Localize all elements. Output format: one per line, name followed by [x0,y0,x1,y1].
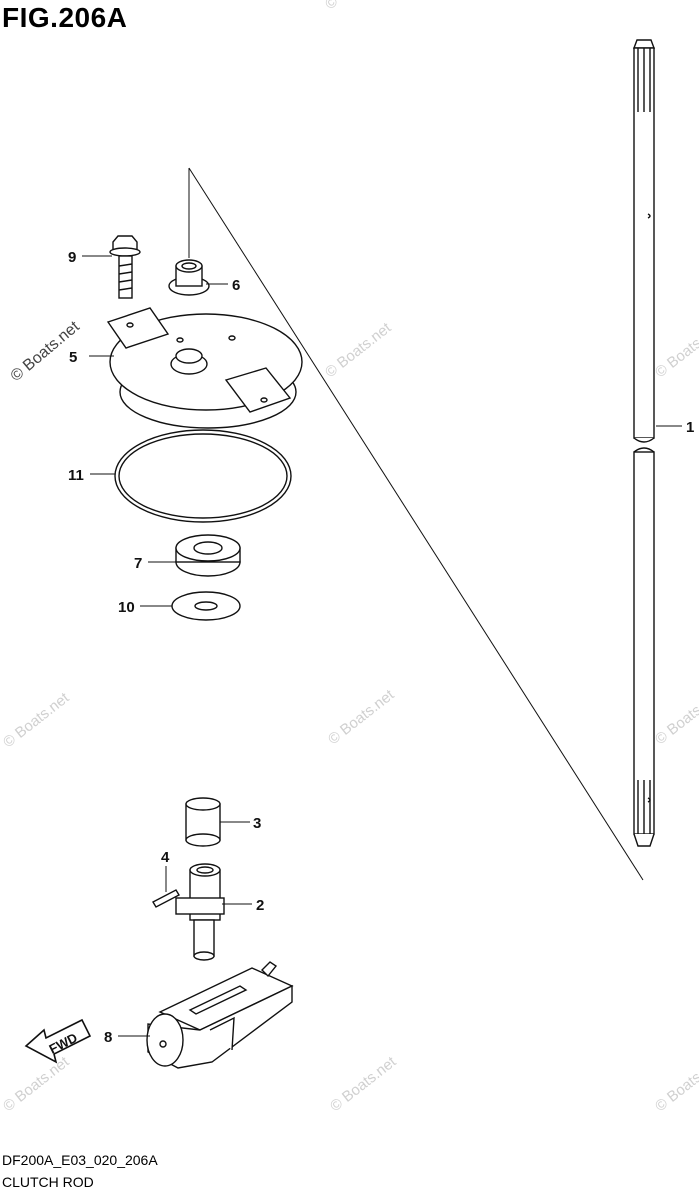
part-clutch-rod [632,39,656,847]
watermark-text: © Boats.net [322,319,395,381]
figure-title: FIG.206A [2,2,128,33]
callout-number: 1 [686,419,694,436]
part-washer [171,591,241,621]
callout-number: 4 [161,849,170,866]
reference-line [188,167,644,881]
watermark-text: © Boats.net [0,1053,73,1115]
watermark-text: © Boats.net [327,1053,400,1115]
part-bearing [175,534,241,577]
watermark-text: © Boats.net [325,686,398,748]
part-yoke [146,961,294,1069]
figure-name: CLUTCH ROD [2,1174,94,1190]
callout-number: 3 [253,815,261,832]
part-grommet [168,259,210,296]
part-case-plate [106,307,303,429]
watermark-text: © Boats.net [0,689,73,751]
part-o-ring [114,429,292,523]
callout-number: 10 [118,599,135,616]
part-pin [152,889,180,908]
figure-code: DF200A_E03_020_206A [2,1152,158,1168]
watermark-text: © Boats.net [652,1053,699,1115]
watermark-text: © Boats.net [322,0,395,13]
callout-number: 6 [232,277,240,294]
watermarks: © Boats.net © Boats.net © Boats.net © Bo… [0,0,699,1115]
callout-number: 8 [104,1029,112,1046]
callout-number: 11 [68,467,84,484]
callout-number: 9 [68,249,76,266]
watermark-text: © Boats.net [652,319,699,381]
part-shifter-shaft [175,863,225,961]
callout-number: 7 [134,555,142,572]
callout-number: 2 [256,897,264,914]
leader-lines [82,255,682,1037]
watermark-text: © Boats.net [652,686,699,748]
callout-numbers: 1 2 3 4 5 6 7 8 9 10 11 [68,249,694,1046]
part-bolt [109,235,141,299]
part-bushing [185,797,221,847]
fwd-label: FWD [47,1030,80,1057]
callout-number: 5 [69,349,77,366]
